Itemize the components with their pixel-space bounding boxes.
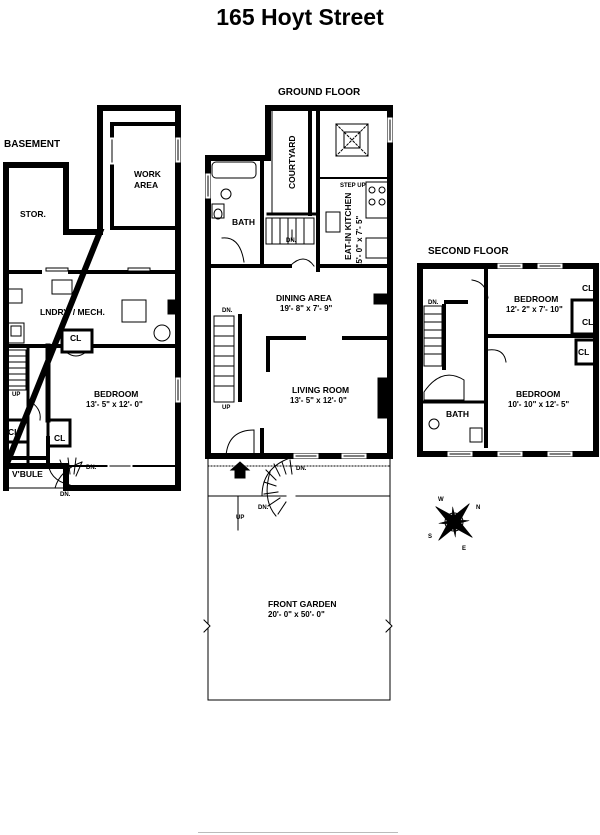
vestibule-label: V'BULE (12, 469, 43, 479)
second-bedroom-rear-label: BEDROOM (516, 389, 561, 399)
second-bedroom-front-label: BEDROOM (514, 294, 559, 304)
second-dn-label: DN. (428, 300, 439, 306)
basement-closet-a-label: CL (70, 333, 82, 343)
second-outer-wall (417, 263, 599, 457)
second-closet-a-label: CL (582, 283, 594, 293)
ground-dn-a: DN. (222, 308, 233, 314)
basement-outer-wall (3, 105, 181, 491)
ground-dn-c: DN. (258, 505, 269, 511)
living-label: LIVING ROOM (292, 385, 350, 395)
basement-plan (3, 105, 181, 491)
living-dim: 13'- 5" x 12'- 0" (290, 396, 347, 405)
basement-dn-b: DN. (60, 492, 71, 498)
garden-label: FRONT GARDEN (268, 599, 337, 609)
basement-closet-c-label: CL (54, 433, 66, 443)
laundry-label: LNDRY. / MECH. (40, 307, 105, 317)
work-area-label-1: WORK (134, 169, 161, 179)
compass-n: N (476, 505, 481, 511)
compass-e: E (462, 546, 467, 552)
storage-label: STOR. (20, 209, 46, 219)
second-bedroom-rear-dim: 10'- 10" x 12'- 5" (508, 400, 570, 409)
dining-dim: 19'- 8" x 7'- 9" (280, 304, 333, 313)
compass-s: S (428, 534, 433, 540)
compass-w: W (438, 497, 444, 503)
ground-up-a: UP (222, 405, 231, 411)
second-bath-label: BATH (446, 409, 469, 419)
second-floor-label: SECOND FLOOR (428, 246, 509, 257)
step-up-label: STEP UP (340, 183, 366, 189)
dining-label: DINING AREA (276, 293, 332, 303)
courtyard-label: COURTYARD (286, 135, 297, 190)
ground-bath-label: BATH (232, 217, 255, 227)
basement-dn-a: DN. (86, 465, 97, 471)
second-closet-b-label: CL (582, 317, 594, 327)
ground-dn-stair: DN. (286, 238, 297, 244)
kitchen-dim: 15'- 0" x 7'- 5" (355, 215, 364, 268)
basement-bedroom-dim: 13'- 5" x 12'- 0" (86, 400, 143, 409)
second-closet-c-label: CL (578, 347, 590, 357)
kitchen-label: EAT-IN KITCHEN (342, 192, 353, 260)
bottom-divider (198, 832, 398, 833)
page-title: 165 Hoyt Street (216, 4, 384, 30)
garden-dim: 20'- 0" x 50'- 0" (268, 610, 325, 619)
work-area-label-2: AREA (134, 180, 159, 190)
compass-rose (435, 503, 473, 541)
basement-up-label: UP (12, 392, 21, 398)
basement-bedroom-label: BEDROOM (94, 389, 139, 399)
second-floor-plan (417, 263, 599, 457)
ground-up-b: UP (236, 515, 245, 521)
ground-floor-plan (203, 105, 393, 701)
ground-floor-label: GROUND FLOOR (278, 87, 361, 98)
ground-dn-b: DN. (296, 466, 307, 472)
basement-label: BASEMENT (4, 139, 61, 150)
second-bedroom-front-dim: 12'- 2" x 7'- 10" (506, 305, 563, 314)
basement-closet-b-label: CL (8, 427, 20, 437)
